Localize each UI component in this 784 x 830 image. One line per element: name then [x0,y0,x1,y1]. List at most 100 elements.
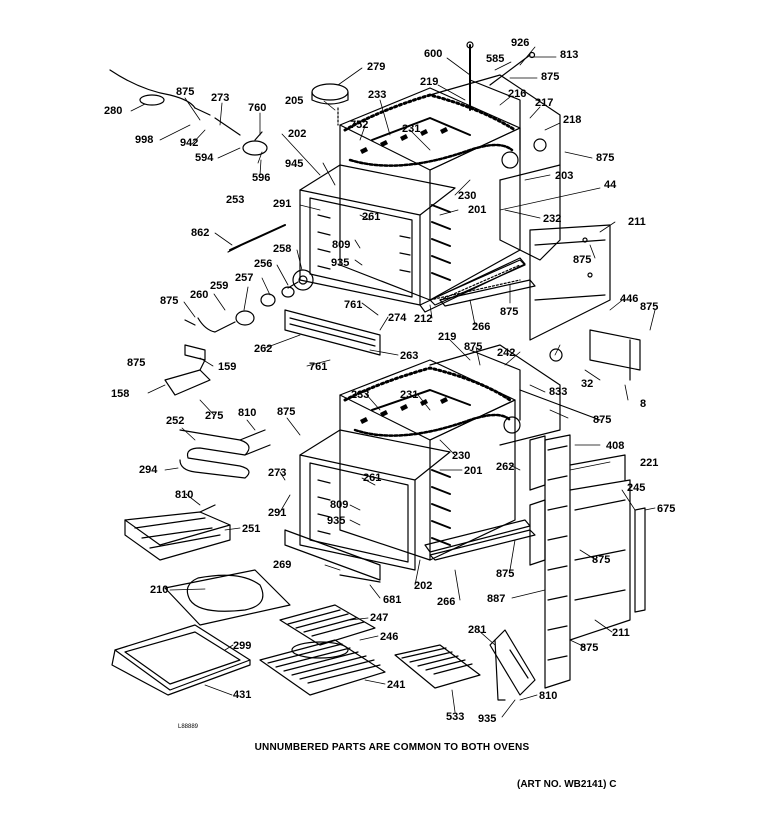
diagram-caption: UNNUMBERED PARTS ARE COMMON TO BOTH OVEN… [254,742,530,753]
broiler-pan-299 [111,624,251,696]
side-bracket-446 [589,329,641,381]
part-label-221: 221 [640,457,658,469]
bake-element-251 [124,504,231,561]
part-label-202-a: 202 [288,128,306,140]
part-label-809-b: 809 [330,499,348,511]
part-label-291-b: 291 [268,507,286,519]
part-label-262-b: 262 [496,461,514,473]
part-label-875-m: 875 [496,568,514,580]
upper-back-panel [529,224,611,341]
bracket-159-275 [164,344,211,396]
part-label-158: 158 [111,388,129,400]
part-label-875-j: 875 [277,406,295,418]
leader-lines [130,46,656,718]
part-label-217: 217 [535,97,553,109]
oven-rack-533 [394,644,481,689]
part-label-210: 210 [150,584,168,596]
part-label-408: 408 [606,440,624,452]
part-label-256: 256 [254,258,272,270]
part-label-266-b: 266 [437,596,455,608]
part-label-596: 596 [252,172,270,184]
part-label-262-a: 262 [254,343,272,355]
part-label-258: 258 [273,243,291,255]
part-label-279: 279 [367,61,385,73]
part-label-809-a: 809 [332,239,350,251]
part-label-875-d: 875 [573,254,591,266]
part-label-201-b: 201 [464,465,482,477]
part-label-211-b: 211 [612,627,630,639]
part-label-998: 998 [135,134,153,146]
part-label-875-a: 875 [541,71,559,83]
part-label-675: 675 [657,503,675,515]
part-label-263: 263 [400,350,418,362]
part-label-274: 274 [388,312,407,324]
oven-window-210 [164,569,291,626]
part-label-261-b: 261 [363,472,381,484]
part-label-875-b: 875 [596,152,614,164]
broil-element-252 [179,429,271,479]
part-label-219-a: 219 [420,76,438,88]
upper-front-trim [284,309,381,356]
part-label-203: 203 [555,170,573,182]
part-label-875-g: 875 [640,301,658,313]
broiler-grid-247 [279,604,376,659]
fan-motor-258 [235,269,314,326]
part-label-810-c: 810 [539,690,557,702]
part-label-281: 281 [468,624,486,636]
part-label-233-a: 233 [368,89,386,101]
part-label-752: 752 [350,119,368,131]
drawing-code: L88889 [178,724,199,730]
part-label-205: 205 [285,95,303,107]
part-label-230-b: 230 [452,450,470,462]
part-label-231-b: 231 [400,389,418,401]
part-label-246: 246 [380,631,398,643]
part-label-926: 926 [511,37,529,49]
part-label-212: 212 [414,313,432,325]
part-label-232: 232 [543,213,561,225]
part-label-231-a: 231 [402,123,420,135]
part-label-431: 431 [233,689,251,701]
part-label-201-a: 201 [468,204,486,216]
part-label-875-n: 875 [580,642,598,654]
part-label-253: 253 [226,194,244,206]
part-label-247: 247 [370,612,388,624]
part-label-446: 446 [620,293,638,305]
part-label-761-a: 761 [344,299,362,311]
part-label-945: 945 [285,158,303,170]
part-label-211-a: 211 [628,216,646,228]
part-label-273-a: 273 [211,92,229,104]
part-label-251: 251 [242,523,260,535]
part-label-942: 942 [180,137,198,149]
part-label-233-b: 233 [351,389,369,401]
part-label-585: 585 [486,53,504,65]
door-hinge-281 [489,629,536,701]
part-label-810-b: 810 [175,489,193,501]
part-label-257: 257 [235,272,253,284]
part-label-230-a: 230 [458,190,476,202]
part-label-760: 760 [248,102,266,114]
insulation-coils [360,127,448,424]
part-label-216: 216 [508,88,526,100]
part-label-202-b: 202 [414,580,432,592]
sensor-260 [184,317,236,333]
part-label-291-a: 291 [273,198,291,210]
part-label-294: 294 [139,464,158,476]
part-label-875-e: 875 [160,295,178,307]
part-label-218: 218 [563,114,581,126]
part-label-810-a: 810 [238,407,256,419]
part-label-887: 887 [487,593,505,605]
part-number-labels: 2796009268135858752192162172188752034428… [104,37,675,725]
part-label-252: 252 [166,415,184,427]
part-label-833: 833 [549,386,567,398]
art-number: (ART NO. WB2141) C [517,779,617,790]
part-label-761-b: 761 [309,361,327,373]
part-label-935-b: 935 [327,515,345,527]
part-label-242: 242 [497,347,515,359]
part-label-273-b: 273 [268,467,286,479]
upper-oven-liner [299,87,526,306]
part-label-266-a: 266 [472,321,490,333]
part-label-875-c: 875 [176,86,194,98]
part-label-280: 280 [104,105,122,117]
part-label-260: 260 [190,289,208,301]
